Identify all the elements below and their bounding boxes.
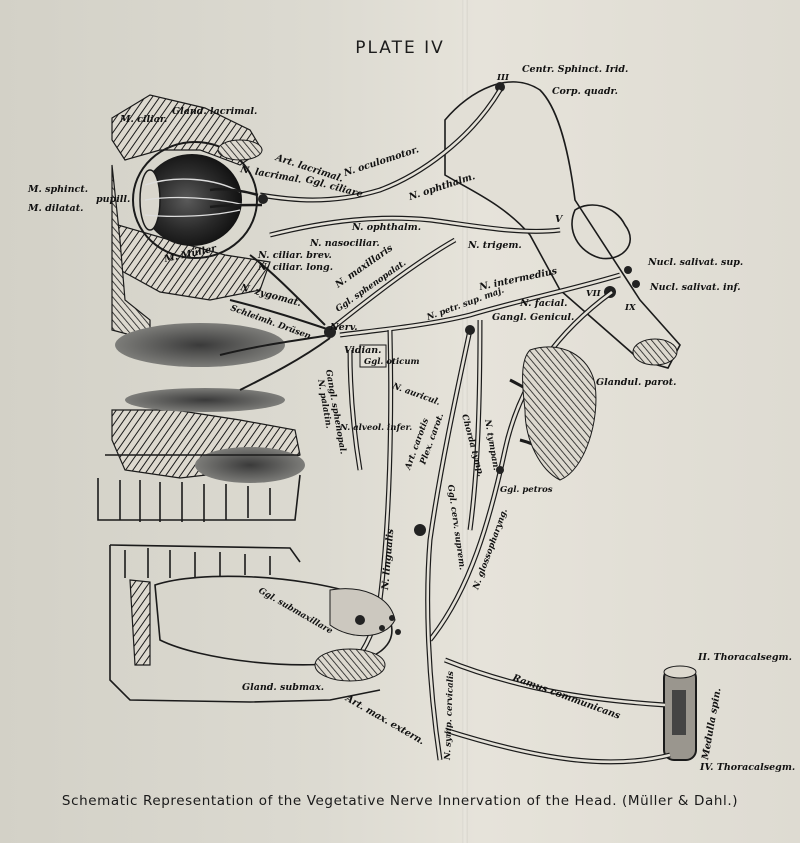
label-iv-thoracalsegm: IV. Thoracalsegm. (699, 762, 795, 773)
label-roman-ix: IX (624, 303, 636, 313)
label-n-oculomotor: N. oculomotor. (342, 144, 421, 179)
label-art-max-extern: Art. max. extern. (343, 693, 427, 748)
label-nucl-salivat-inf: Nucl. salivat. inf. (649, 282, 741, 293)
glands-and-ganglia (258, 194, 597, 682)
label-gland-lacrimal: Gland. lacrimal. (172, 106, 257, 117)
label-medulla-spin: Medulla spin. (700, 687, 724, 761)
label-n-ciliar-brev: N. ciliar. brev. (257, 250, 332, 261)
nerve-trunks (209, 88, 671, 765)
label-n-trigem: N. trigem. (467, 240, 522, 251)
label-ggl-petros: Ggl. petros (500, 485, 553, 495)
label-n-ophthalm-2: N. ophthalm. (351, 222, 421, 233)
label-roman-v: V (555, 214, 564, 225)
ganglion-ciliare (258, 194, 268, 204)
spinal-cord-segment-illustration (663, 665, 697, 761)
label-n-symp-cervicalis: N. symp. cervicalis (443, 671, 456, 761)
label-roman-vii: VII (586, 289, 602, 299)
brainstem-illustration (444, 81, 681, 369)
label-ggl-oticum: Ggl. oticum (364, 357, 420, 367)
label-roman-iii: III (496, 73, 510, 83)
eyeball-illustration (132, 139, 263, 259)
label-vidian: Vidian. (344, 345, 381, 356)
label-n-intermedius: N. intermedius (477, 266, 558, 294)
label-n-nasociliar: N. nasociliar. (309, 238, 380, 249)
skull-outline (97, 94, 393, 703)
label-ggl-cerv-suprem: Ggl. cerv. suprem. (445, 484, 467, 571)
ganglion-cervical-superior (414, 524, 426, 536)
label-pupill: pupill. (96, 194, 130, 205)
plate-title: PLATE IV (355, 38, 445, 58)
label-chorda-tymp: Chorda tymp. (459, 413, 485, 478)
plate-caption: Schematic Representation of the Vegetati… (61, 793, 739, 809)
label-nucl-salivat-sup: Nucl. salivat. sup. (647, 257, 743, 268)
ganglion-geniculi (465, 325, 475, 335)
label-ii-thoracalsegm: II. Thoracalsegm. (697, 652, 792, 663)
label-n-lingualis: N. lingualis (380, 528, 396, 591)
ganglion-petrosum (496, 466, 504, 474)
label-m-sphinct: M. sphinct. (27, 184, 88, 195)
label-corp-quadr: Corp. quadr. (552, 86, 618, 97)
label-m-dilatat: M. dilatat. (27, 203, 83, 214)
label-gangl-genicul: Gangl. Genicul. (492, 312, 574, 323)
label-n-auricul: N. auricul. (390, 381, 441, 408)
label-ggl-submaxillare: Ggl. submaxillare (257, 586, 335, 637)
label-n-tympan: N. tympan. (482, 418, 501, 472)
ganglion-submaxillare (355, 615, 365, 625)
label-centr-sphinct-irid: Centr. Sphinct. Irid. (522, 64, 628, 75)
label-n-facial: N. facial. (519, 298, 567, 309)
page-fold (462, 0, 468, 843)
label-n-ciliar-long: N. ciliar. long. (257, 262, 333, 273)
label-gland-parot: Glandul. parot. (596, 377, 676, 388)
label-gland-submax: Gland. submax. (242, 682, 324, 693)
ganglion-sphenopalatine (324, 326, 336, 338)
label-m-ciliar: M. ciliar. (119, 114, 167, 125)
label-nerv: Nerv. (329, 322, 358, 333)
label-n-alveol-infer: N. alveol. infer. (339, 423, 412, 433)
